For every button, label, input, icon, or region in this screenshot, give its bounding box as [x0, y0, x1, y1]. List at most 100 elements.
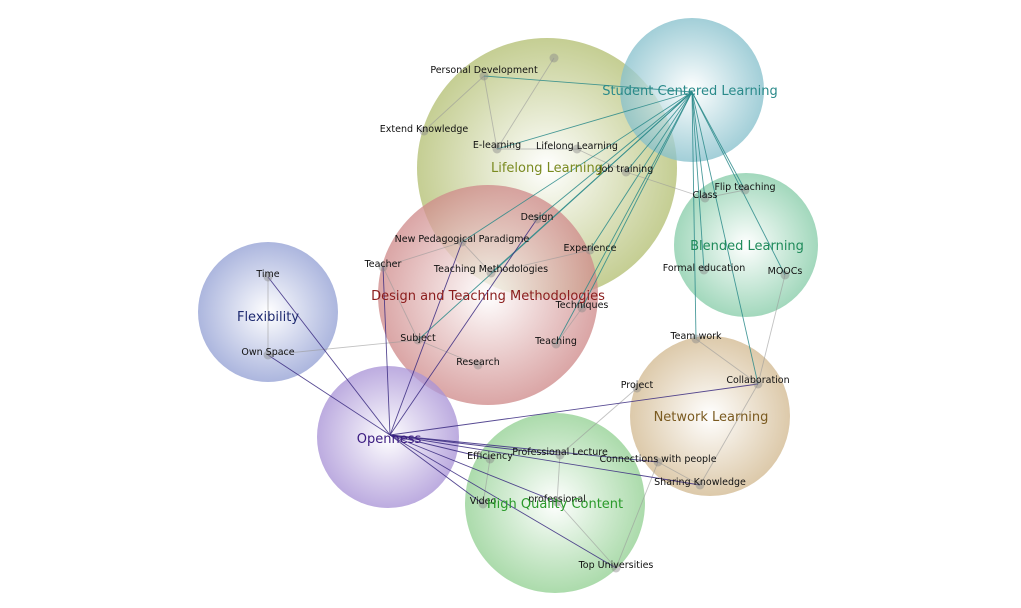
node-tu-label: Top Universities — [578, 560, 654, 571]
edge-cw-sk — [657, 461, 701, 486]
edge-pd-ek — [423, 75, 485, 132]
node-mo-dot — [780, 270, 790, 280]
node-ft-label: Flip teaching — [714, 182, 775, 193]
edge-SCL-cl — [691, 91, 706, 199]
edge-jt-cl — [625, 171, 706, 199]
node-sk-dot — [695, 480, 705, 490]
edge-SCL-pd — [483, 75, 693, 93]
cluster-open-label: Openness — [357, 432, 422, 447]
node-ek-label: Extend Knowledge — [380, 124, 469, 135]
node-pr-dot — [632, 383, 642, 393]
edge-te-np — [382, 241, 463, 268]
cluster-circles — [198, 18, 818, 593]
node-sk-label: Sharing Knowledge — [654, 477, 746, 488]
node-np-dot — [457, 237, 467, 247]
edge-pr-pl — [559, 387, 638, 456]
node-ft-dot — [740, 185, 750, 195]
edge-su-os — [267, 339, 419, 356]
edge-OPN-tu — [389, 434, 617, 569]
node-ek-dot — [419, 126, 429, 136]
cluster-network-circle — [630, 336, 790, 496]
edge-SCL-de — [536, 91, 693, 220]
node-te-dot — [378, 262, 388, 272]
edge-pf-tu — [556, 501, 617, 569]
node-vi-label: Video — [470, 496, 497, 507]
node-re-label: Research — [456, 357, 500, 368]
edge-OPN-te — [382, 266, 391, 436]
node-ll-dot — [572, 144, 582, 154]
node-re-dot — [473, 360, 483, 370]
node-de-dot — [532, 214, 542, 224]
edge-SCL-tg — [555, 91, 693, 345]
edge-x1-el — [496, 57, 555, 150]
edge-OPN-np — [389, 241, 463, 436]
node-cl-dot — [700, 193, 710, 203]
node-vi-dot — [478, 499, 488, 509]
edge-mo-co — [757, 274, 786, 385]
edge-OPN-de — [389, 218, 538, 436]
edge-SCL-ft — [691, 91, 746, 191]
edge-SCL-jt — [625, 91, 693, 173]
node-su-label: Subject — [400, 333, 436, 344]
edge-SCL-co — [691, 91, 759, 385]
node-tw-label: Team work — [669, 331, 722, 342]
node-co-dot — [753, 379, 763, 389]
node-x1-dot — [549, 53, 559, 63]
node-mo-label: MOOCs — [768, 266, 803, 277]
node-np-label: New Pedagogical Paradigme — [395, 234, 530, 245]
cluster-design-circle — [378, 185, 598, 405]
cluster-lifelong-label: Lifelong Learning — [491, 161, 603, 176]
edge-SCL-mo — [691, 91, 786, 276]
node-tg-label: Teaching — [534, 336, 577, 347]
node-jt-dot — [621, 167, 631, 177]
edge-tw-co — [695, 338, 759, 385]
node-pf-label: professional — [528, 494, 586, 505]
cluster-hqc-label: High Quality Content — [487, 497, 623, 512]
node-pf-dot — [552, 497, 562, 507]
node-jt-label: Job training — [598, 164, 653, 175]
edge-pd-el — [483, 75, 498, 150]
node-fe-dot — [699, 265, 709, 275]
node-tq-label: Techniques — [555, 300, 609, 311]
edge-SCL-np — [461, 91, 693, 243]
cluster-network-label: Network Learning — [654, 410, 769, 425]
node-ef-dot — [485, 454, 495, 464]
node-el-dot — [492, 144, 502, 154]
node-ll-label: Lifelong Learning — [536, 141, 618, 152]
edge-SCL-tq — [581, 91, 693, 309]
node-ti-dot — [263, 272, 273, 282]
edge-OPN-ef — [389, 434, 491, 460]
node-pl-label: Professional Lecture — [512, 447, 608, 458]
edge-OPN-pf — [389, 434, 558, 503]
cluster-blended-circle — [674, 173, 818, 317]
edge-OPN-ti — [267, 276, 391, 436]
node-os-label: Own Space — [241, 347, 294, 358]
node-pr-label: Project — [621, 380, 654, 391]
cluster-design-label: Design and Teaching Methodologies — [371, 289, 605, 304]
edge-SCL-su — [417, 91, 693, 341]
node-tm-dot — [486, 268, 496, 278]
node-ti-label: Time — [255, 269, 279, 280]
edge-OPN-co — [389, 383, 759, 436]
edge-ll-jt — [576, 148, 627, 173]
edge-su-re — [417, 339, 479, 366]
edge-tq-tg — [555, 307, 583, 345]
cluster-student-circle — [620, 18, 764, 162]
node-ef-label: Efficiency — [467, 451, 513, 462]
node-pd-label: Personal Development — [430, 65, 538, 76]
edge-OPN-sk — [389, 434, 701, 486]
edge-cl-ft — [704, 189, 746, 199]
edge-SCL-fe — [691, 91, 705, 271]
node-fe-label: Formal education — [663, 263, 746, 274]
edge-pl-pf — [556, 454, 561, 503]
edge-ef-vi — [482, 458, 491, 505]
node-tu-dot — [611, 563, 621, 573]
edge-cw-tu — [615, 461, 659, 569]
cluster-flex-label: Flexibility — [237, 310, 299, 325]
node-pl-dot — [555, 450, 565, 460]
edge-tm-ex — [490, 249, 591, 274]
node-te-label: Teacher — [364, 259, 402, 270]
node-co-label: Collaboration — [726, 375, 789, 386]
